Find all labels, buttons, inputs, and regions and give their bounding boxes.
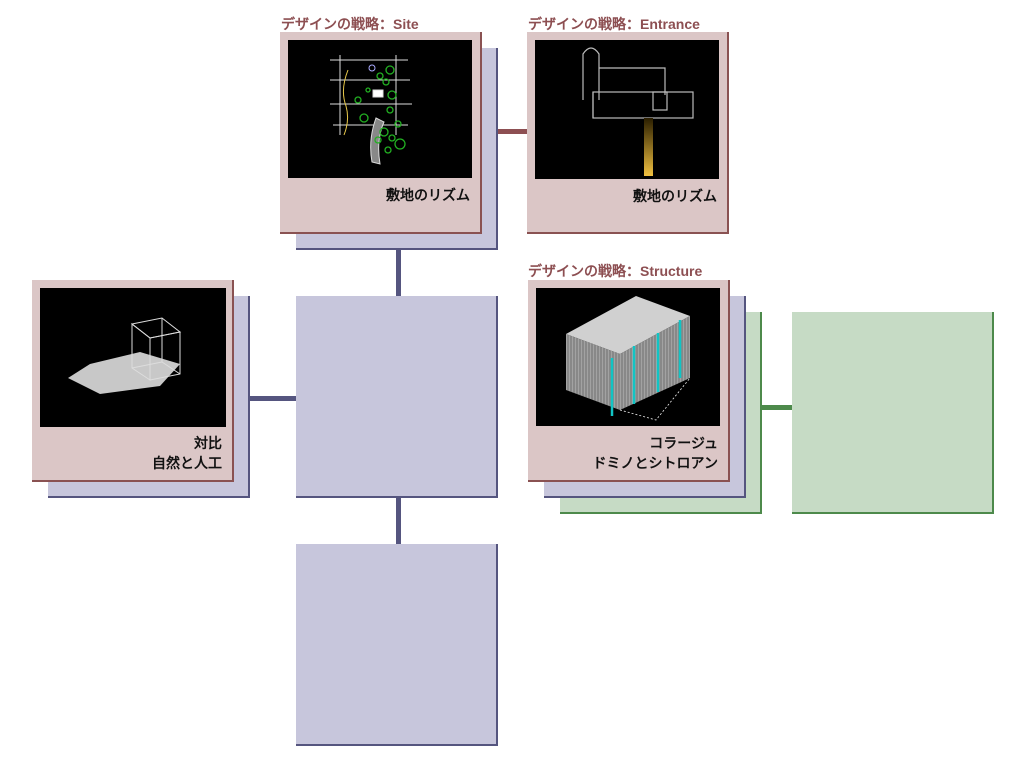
connector-center-bottom xyxy=(396,496,401,544)
caption-entrance: 敷地のリズム xyxy=(633,188,717,204)
title-structure: デザインの戦略：Structure xyxy=(528,263,703,279)
card-entrance[interactable]: 敷地のリズム xyxy=(527,32,729,234)
card-structure[interactable]: コラージュ ドミノとシトロアン xyxy=(528,280,730,482)
connector-left-center xyxy=(248,396,296,401)
node-bottom[interactable] xyxy=(296,544,498,746)
caption-structure-line1: コラージュ xyxy=(649,435,718,451)
caption-site: 敷地のリズム xyxy=(386,187,470,203)
structure-image xyxy=(536,288,720,426)
card-contrast[interactable]: 対比 自然と人工 xyxy=(32,280,234,482)
entrance-image xyxy=(535,40,719,179)
title-site: デザインの戦略：Site xyxy=(281,16,419,32)
connector-site-entrance xyxy=(480,129,528,134)
title-entrance: デザインの戦略：Entrance xyxy=(528,16,700,32)
caption-structure-line2: ドミノとシトロアン xyxy=(592,455,718,471)
card-site[interactable]: 敷地のリズム xyxy=(280,32,482,234)
caption-contrast-line2: 自然と人工 xyxy=(152,455,222,471)
connector-top-center xyxy=(396,248,401,296)
caption-contrast-line1: 対比 xyxy=(194,435,222,451)
node-center[interactable] xyxy=(296,296,498,498)
contrast-image xyxy=(40,288,226,427)
site-plan-image xyxy=(288,40,472,178)
connector-structure-green xyxy=(760,405,793,410)
node-right-green[interactable] xyxy=(792,312,994,514)
